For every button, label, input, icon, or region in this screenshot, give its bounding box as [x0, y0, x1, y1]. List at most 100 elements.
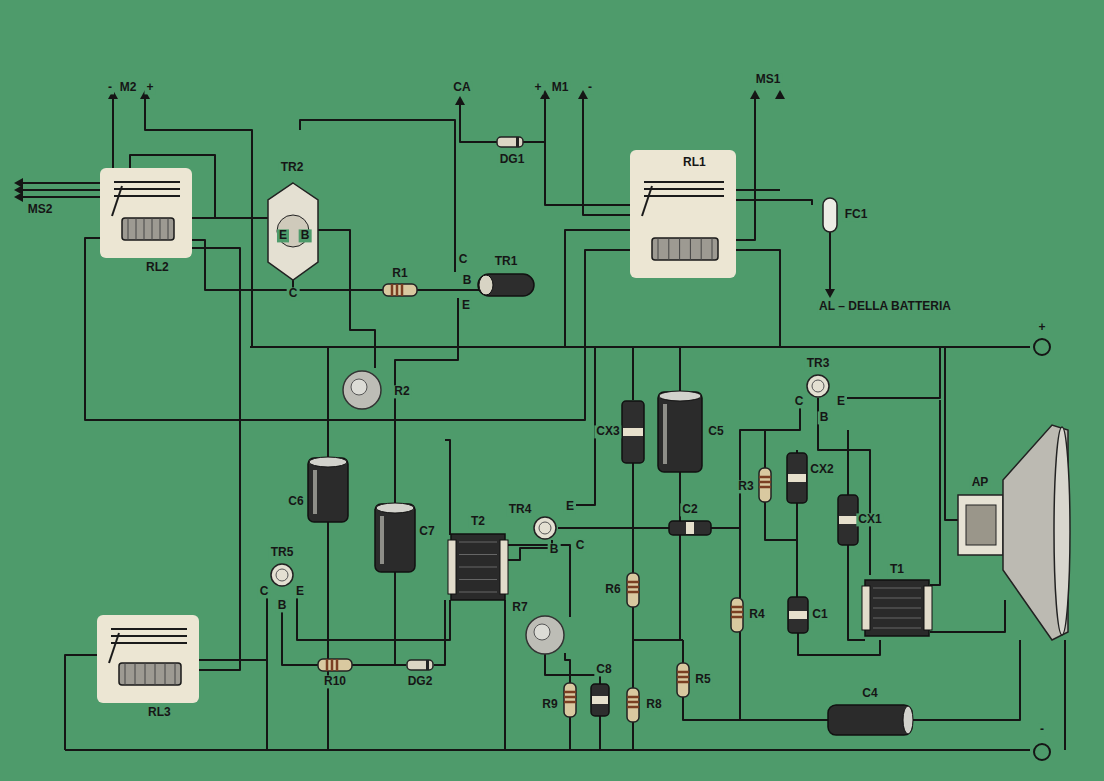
part-shape	[318, 659, 352, 671]
relay-body	[97, 615, 199, 703]
lamp-symbol	[823, 198, 837, 232]
part-shape	[111, 642, 187, 644]
part-label: E	[835, 395, 847, 408]
part-label: C6	[286, 495, 305, 508]
part-shape	[526, 616, 564, 654]
electrolytic-capacitor	[375, 503, 415, 572]
part-shape	[271, 564, 293, 586]
part-label: +	[144, 81, 155, 94]
part-shape	[642, 186, 652, 216]
part-label: AL – DELLA BATTERIA	[817, 300, 953, 313]
part-shape	[168, 218, 169, 240]
part-shape	[958, 495, 1003, 555]
part-shape	[109, 633, 119, 663]
relay-box: RL3	[97, 615, 199, 723]
part-label: C4	[860, 687, 879, 700]
part-shape	[479, 275, 493, 295]
wire-connector	[85, 238, 630, 420]
part-shape	[500, 540, 508, 594]
part-shape	[812, 380, 824, 392]
part-shape	[712, 238, 713, 260]
part-shape	[459, 567, 497, 568]
part-shape	[627, 706, 639, 709]
part-shape	[788, 474, 806, 482]
part-shape	[326, 659, 329, 671]
part-shape	[114, 181, 180, 183]
relay-body	[100, 168, 192, 258]
power-transistor	[268, 183, 318, 280]
part-shape	[391, 284, 394, 296]
part-label: TR2	[279, 161, 306, 174]
part-shape	[966, 505, 996, 545]
part-shape	[478, 274, 534, 296]
diode-symbol	[407, 660, 433, 670]
capacitor-symbol	[622, 401, 644, 463]
part-label: +	[532, 81, 543, 94]
part-shape	[652, 238, 718, 260]
part-label: C5	[706, 425, 725, 438]
part-shape	[135, 663, 136, 685]
part-shape	[788, 597, 808, 633]
part-label: M1	[550, 81, 571, 94]
part-shape	[313, 470, 317, 514]
part-shape	[839, 516, 857, 524]
part-label: E	[460, 299, 472, 312]
part-label: E	[294, 585, 306, 598]
part-shape	[125, 663, 126, 685]
part-shape	[873, 618, 921, 619]
part-shape	[145, 663, 146, 685]
resistor-symbol	[318, 659, 352, 671]
part-shape	[838, 495, 858, 545]
trimmer-symbol	[526, 616, 564, 654]
part-shape	[679, 238, 680, 260]
relay-box: RL1	[630, 150, 736, 278]
part-shape	[873, 588, 921, 589]
transistor-symbol	[534, 517, 556, 539]
part-shape	[644, 195, 724, 197]
part-shape	[112, 186, 122, 216]
resistor-symbol	[731, 598, 743, 632]
transformer-symbol	[862, 580, 932, 636]
part-label: TR4	[507, 503, 534, 516]
part-shape	[276, 569, 288, 581]
part-shape	[155, 663, 156, 685]
part-label: R5	[693, 673, 712, 686]
part-shape	[644, 188, 724, 190]
part-label: R4	[747, 608, 766, 621]
part-label: E	[564, 500, 576, 513]
part-label: CA	[451, 81, 472, 94]
part-shape	[924, 586, 932, 630]
part-shape	[534, 624, 550, 640]
part-shape	[268, 183, 318, 280]
part-shape	[331, 659, 334, 671]
relay-label: RL3	[148, 706, 171, 719]
part-shape	[308, 458, 348, 522]
part-shape	[690, 238, 691, 260]
part-shape	[701, 238, 702, 260]
part-label: R8	[644, 698, 663, 711]
part-label: TR3	[805, 357, 832, 370]
capacitor-symbol	[669, 521, 711, 535]
part-shape	[114, 195, 180, 197]
resistor-symbol	[759, 468, 771, 502]
diode-symbol	[497, 137, 523, 147]
part-shape	[336, 659, 339, 671]
relay-graphic	[97, 615, 199, 703]
part-shape	[119, 663, 181, 685]
part-label: C	[457, 253, 470, 266]
part-label: FC1	[843, 208, 870, 221]
part-shape	[459, 554, 497, 555]
part-shape	[731, 616, 743, 619]
part-shape	[658, 238, 659, 260]
part-shape	[862, 586, 870, 630]
part-label: DG1	[498, 153, 527, 166]
part-shape	[622, 401, 644, 463]
part-shape	[873, 598, 921, 599]
part-label: B	[461, 274, 474, 287]
part-shape	[380, 516, 384, 564]
part-shape	[759, 486, 771, 489]
part-shape	[383, 284, 417, 296]
part-label: C	[287, 287, 300, 300]
part-shape	[459, 592, 497, 593]
part-shape	[592, 696, 608, 704]
